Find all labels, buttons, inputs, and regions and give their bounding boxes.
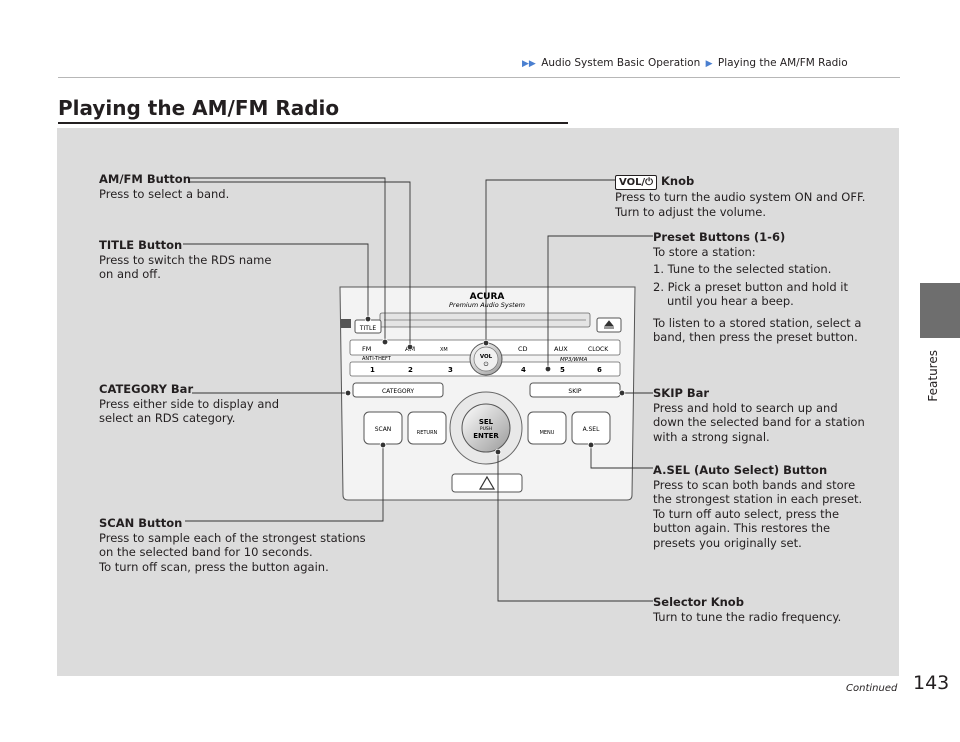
callout-title: SKIP Bar — [653, 386, 710, 400]
selector-sel-label: SEL — [479, 418, 494, 426]
asel-button-label: A.SEL — [583, 426, 601, 433]
callout-text: Press to switch the RDS name — [99, 252, 272, 267]
title-underline — [58, 122, 568, 124]
callout-text: Press and hold to search up and — [653, 400, 838, 415]
callout-title: TITLE Button — [99, 238, 183, 252]
callout-text: on the selected band for 10 seconds. — [99, 545, 313, 559]
callout-text: Turn to tune the radio frequency. — [653, 609, 842, 624]
callout-text: band, then press the preset button. — [653, 330, 858, 344]
callout-category-bar: CATEGORY Bar Press either side to displa… — [99, 382, 279, 426]
callout-preset-buttons: Preset Buttons (1-6) To store a station:… — [653, 230, 877, 345]
selector-enter-label: ENTER — [473, 432, 499, 440]
breadcrumb-item[interactable]: Playing the AM/FM Radio — [717, 57, 848, 69]
leader-lines — [183, 177, 653, 602]
callout-skip-bar: SKIP Bar Press and hold to search up and… — [653, 386, 865, 444]
return-button-label: RETURN — [417, 430, 438, 436]
callout-vol-knob: VOL/⏻ Knob Press to turn the audio system… — [615, 174, 865, 219]
volume-knob-label: VOL — [480, 354, 493, 360]
category-bar-label: CATEGORY — [382, 388, 414, 395]
continued-label: Continued — [846, 683, 898, 694]
page-number: 143 — [913, 672, 950, 694]
callout-text: Press to scan both bands and store — [653, 477, 856, 492]
breadcrumb-item[interactable]: Audio System Basic Operation — [541, 57, 701, 69]
callout-step: 1. Tune to the selected station. — [653, 262, 832, 276]
xm-button: XM — [440, 347, 448, 353]
callout-title: Selector Knob — [653, 595, 744, 609]
callout-text: button again. This restores the — [653, 521, 831, 535]
preset-4: 4 — [521, 366, 526, 374]
hazard-button — [451, 473, 523, 493]
skip-bar-label: SKIP — [568, 388, 582, 395]
callout-text: To store a station: — [653, 244, 756, 259]
callout-amfm-button: AM/FM Button Press to select a band. — [99, 172, 229, 201]
callout-text: down the selected band for a station — [653, 415, 865, 429]
callout-title: Preset Buttons (1-6) — [653, 230, 786, 244]
callout-asel-button: A.SEL (Auto Select) Button Press to scan… — [653, 463, 862, 550]
section-tab[interactable] — [920, 283, 960, 338]
selector-push-label: PUSH — [480, 426, 492, 432]
callout-text: select an RDS category. — [99, 411, 236, 425]
cd-button: CD — [518, 345, 528, 353]
preset-5: 5 — [560, 366, 565, 374]
eject-icon — [603, 320, 615, 329]
fm-button: FM — [362, 345, 371, 353]
brand-logo: ACURA — [470, 292, 505, 302]
callout-text: the strongest station in each preset. — [653, 492, 863, 506]
callout-step: 2. Pick a preset button and hold it unti… — [653, 279, 848, 309]
selector-knob — [461, 403, 511, 453]
callout-text: Turn to adjust the volume. — [615, 204, 767, 219]
callout-text: Press to turn the audio system ON and OF… — [615, 190, 866, 204]
hazard-icon — [478, 475, 496, 490]
arrow-icon: ▶ — [705, 59, 713, 69]
aux-button: AUX — [554, 345, 568, 353]
breadcrumb: ▶▶ Audio System Basic Operation ▶ Playin… — [520, 57, 848, 69]
arrow-icon: ▶▶ — [522, 59, 536, 69]
callout-selector-knob: Selector Knob Turn to tune the radio fre… — [653, 595, 841, 624]
callout-text: with a strong signal. — [653, 429, 770, 444]
callout-title-button: TITLE Button Press to switch the RDS nam… — [99, 238, 271, 282]
vol-power-badge: VOL/⏻ — [615, 175, 657, 190]
callout-text: To listen to a stored station, select a — [653, 315, 862, 330]
callout-scan-button: SCAN Button Press to sample each of the … — [99, 516, 366, 574]
skip-bar — [529, 382, 621, 398]
mp3-label: MP3/WMA — [560, 357, 588, 363]
scan-button-label: SCAN — [375, 426, 392, 433]
preset-2: 2 — [408, 366, 413, 374]
header-divider — [58, 77, 900, 78]
anti-theft-label: ANTI-THEFT — [362, 356, 392, 362]
return-button — [407, 411, 447, 445]
brand-subtitle: Premium Audio System — [449, 301, 525, 309]
category-bar — [352, 382, 444, 398]
preset-1: 1 — [370, 366, 375, 374]
power-icon: ⏻ — [484, 361, 489, 368]
preset-6: 6 — [597, 366, 602, 374]
preset-3: 3 — [448, 366, 453, 374]
title-button-label: TITLE — [359, 325, 376, 332]
callout-title: CATEGORY Bar — [99, 382, 194, 396]
callout-title: A.SEL (Auto Select) Button — [653, 463, 828, 477]
callout-text: To turn off scan, press the button again… — [99, 559, 329, 574]
disc-icon — [341, 319, 351, 328]
clock-button: CLOCK — [588, 346, 609, 353]
menu-button — [527, 411, 567, 445]
callout-title: Knob — [661, 174, 695, 188]
page-title: Playing the AM/FM Radio — [58, 96, 340, 120]
callout-text: presets you originally set. — [653, 535, 802, 550]
menu-button-label: MENU — [540, 430, 555, 436]
callout-text: Press to select a band. — [99, 186, 230, 201]
callout-title: SCAN Button — [99, 516, 183, 530]
callout-text: Press either side to display and — [99, 396, 279, 411]
leader-dots — [344, 315, 626, 456]
callout-title: AM/FM Button — [99, 172, 191, 186]
callout-text: on and off. — [99, 267, 161, 281]
callout-text: To turn off auto select, press the — [653, 506, 840, 521]
callout-text: Press to sample each of the strongest st… — [99, 530, 366, 545]
